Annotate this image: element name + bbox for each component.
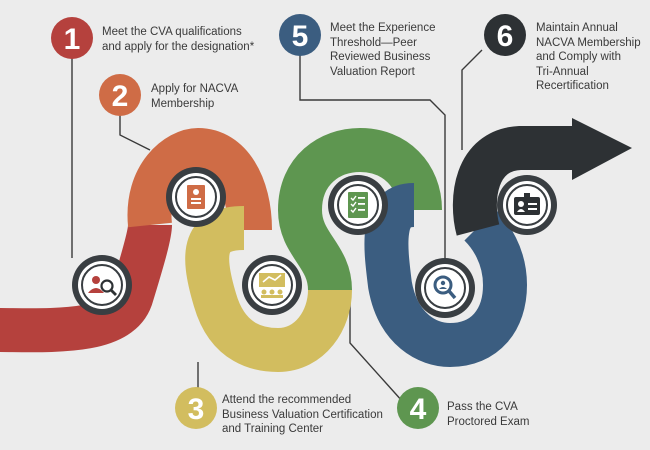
ribbon-dark (452, 126, 585, 236)
number-badges: 1 2 3 4 5 6 (51, 14, 526, 429)
step-2-number: 2 (112, 80, 129, 113)
badge-step-2: 2 (99, 74, 141, 116)
ring-node-step-4 (328, 175, 388, 235)
badge-step-1: 1 (51, 17, 93, 59)
ribbon-yellow (185, 206, 352, 373)
connector-step-4 (349, 300, 404, 403)
magnifier-icon (433, 275, 457, 300)
arrow-head (572, 118, 632, 180)
badge-step-3: 3 (175, 387, 217, 429)
badge-step-5: 5 (279, 14, 321, 56)
ribbon (0, 126, 585, 373)
ribbon-orange (127, 127, 272, 231)
step-3-text: Attend the recommended Business Valuatio… (222, 394, 383, 435)
id-document-icon (187, 185, 205, 209)
person-search-icon (88, 276, 117, 296)
ring-node-step-1 (72, 255, 132, 315)
step-4-text: Pass the CVA Proctored Exam (447, 401, 530, 428)
badge-step-6: 6 (484, 14, 526, 56)
ribbon-green (277, 127, 442, 292)
presentation-icon (259, 273, 285, 298)
connector-step-5 (299, 55, 446, 262)
checklist-icon (348, 192, 368, 218)
step-1-text: Meet the CVA qualifications and apply fo… (102, 26, 255, 53)
connector-lines (71, 49, 483, 403)
step-6-text: Maintain Annual NACVA Membership and Com… (536, 22, 641, 92)
ribbon-red (0, 223, 172, 353)
ring-node-step-6 (497, 175, 557, 235)
ring-node-step-3 (242, 255, 302, 315)
badge-step-4: 4 (397, 387, 439, 429)
id-badge-icon (514, 193, 540, 215)
step-4-number: 4 (410, 393, 427, 426)
step-6-number: 6 (497, 20, 514, 53)
step-5-number: 5 (292, 20, 309, 53)
step-1-number: 1 (64, 23, 81, 56)
step-5-text: Meet the Experience Threshold—Peer Revie… (330, 22, 436, 78)
ribbon-blue (364, 183, 528, 368)
ring-node-step-5 (415, 258, 475, 318)
ring-node-step-2 (166, 167, 226, 227)
step-2-text: Apply for NACVA Membership (151, 83, 239, 110)
step-3-number: 3 (188, 393, 205, 426)
connector-step-2 (119, 113, 151, 151)
ring-nodes (72, 167, 557, 318)
connector-step-6 (461, 49, 483, 150)
